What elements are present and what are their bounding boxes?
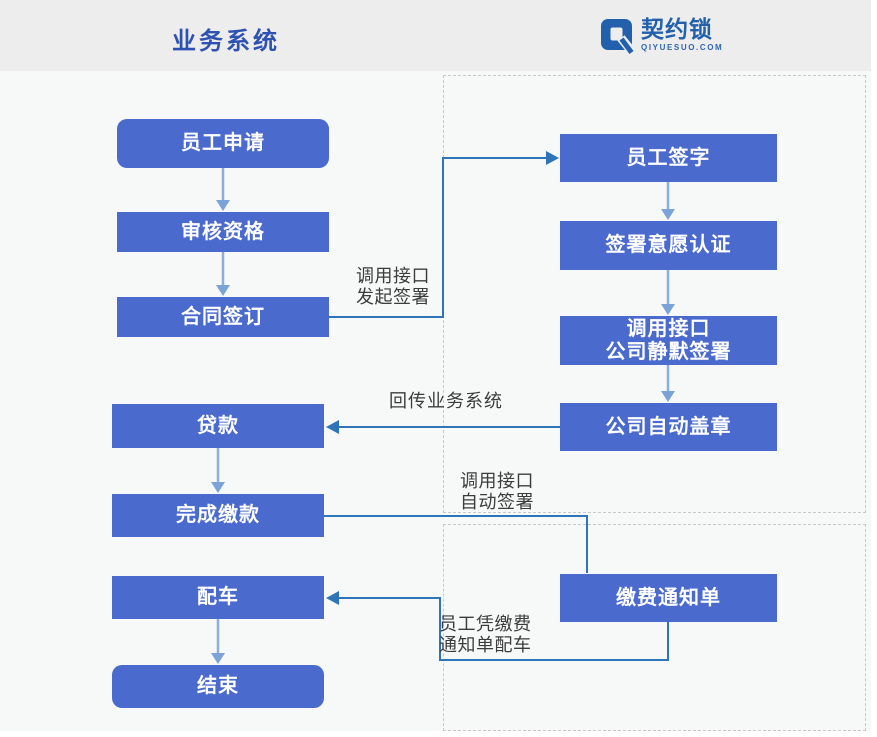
node-company-silent-sign: 调用接口 公司静默签署 xyxy=(560,316,777,365)
edge-label-return-to-system: 回传业务系统 xyxy=(389,391,503,411)
node-complete-payment: 完成缴款 xyxy=(112,494,324,537)
node-payment-notice: 缴费通知单 xyxy=(560,574,777,622)
logo-brand-text: 契约锁 xyxy=(641,16,713,42)
header-band xyxy=(0,0,871,71)
edge-label-auto-sign: 调用接口 自动签署 xyxy=(460,471,534,512)
node-loan: 贷款 xyxy=(112,404,324,448)
node-intent-auth: 签署意愿认证 xyxy=(560,221,777,270)
node-review-qualification: 审核资格 xyxy=(117,212,329,252)
node-contract-sign: 合同签订 xyxy=(117,297,329,337)
logo-text-block: 契约锁 QIYUESUO.COM xyxy=(641,16,723,52)
logo-domain-text: QIYUESUO.COM xyxy=(641,43,724,52)
node-company-auto-stamp: 公司自动盖章 xyxy=(560,403,777,451)
arrowhead-into-assign-car xyxy=(326,591,339,605)
node-assign-car: 配车 xyxy=(112,576,324,619)
edge-label-car-with-notice: 员工凭缴费 通知单配车 xyxy=(439,614,532,655)
node-employee-signature: 员工签字 xyxy=(560,134,777,182)
node-end: 结束 xyxy=(112,665,324,708)
arrowhead-into-loan xyxy=(326,420,339,434)
edge-label-initiate-sign: 调用接口 发起签署 xyxy=(356,266,430,307)
qiyuesuo-q-icon xyxy=(601,19,636,56)
qiyuesuo-logo: 契约锁 QIYUESUO.COM xyxy=(600,16,723,56)
node-employee-apply: 员工申请 xyxy=(117,119,329,168)
lane-title-business-system: 业务系统 xyxy=(172,28,280,55)
